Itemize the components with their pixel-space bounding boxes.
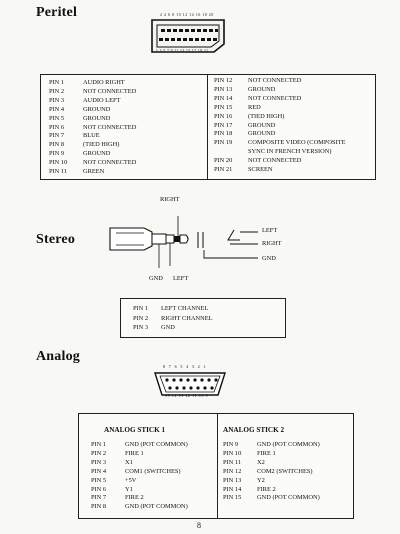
- socket-left-label: LEFT: [262, 227, 278, 234]
- page-number: 8: [197, 521, 201, 530]
- socket-right-label: RIGHT: [262, 240, 282, 247]
- pin-row: PIN 5+5V: [91, 476, 137, 484]
- analog-stick-1-title: ANALOG STICK 1: [104, 426, 166, 434]
- db15-bottom-pin-numbers: 15 14 13 12 11 10 9: [165, 393, 209, 398]
- pin-row: PIN 16(TIED HIGH): [214, 112, 285, 120]
- plug-gnd-label: GND: [149, 275, 163, 282]
- scart-connector-icon: [151, 19, 225, 53]
- plug-left-label: LEFT: [173, 275, 189, 282]
- analog-table-divider: [217, 414, 218, 518]
- stereo-jack-plug-icon: [109, 216, 258, 268]
- db15-connector-icon: [154, 372, 226, 396]
- socket-gnd-label: GND: [262, 255, 276, 262]
- peritel-table-divider: [207, 75, 208, 179]
- peritel-heading: Peritel: [36, 5, 78, 20]
- analog-stick-2-title: ANALOG STICK 2: [223, 426, 285, 434]
- plug-right-label: RIGHT: [160, 196, 180, 203]
- scart-bottom-pin-numbers: 1 3 5 7 9 11 13 15 17 19 21: [156, 49, 209, 53]
- pin-row: SYNC IN FRENCH VERSION): [248, 148, 332, 156]
- analog-heading: Analog: [36, 349, 80, 364]
- stereo-heading: Stereo: [36, 232, 76, 247]
- pin-row: PIN 8(TIED HIGH): [49, 141, 120, 149]
- scart-top-pin-numbers: 2 4 6 8 10 12 14 16 18 20: [160, 13, 214, 17]
- db15-top-pin-numbers: 8 7 6 5 4 3 2 1: [163, 364, 207, 369]
